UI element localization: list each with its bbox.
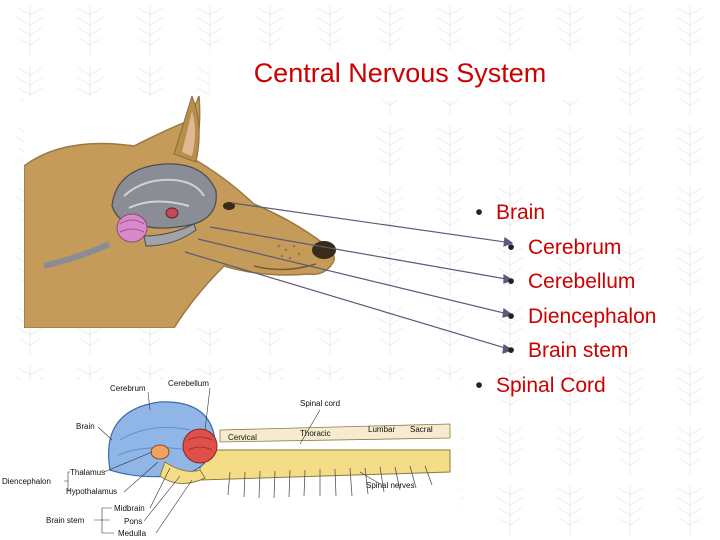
bullet-label: Cerebellum — [528, 270, 636, 293]
bullet-label: Brain — [496, 201, 546, 224]
label-cerebrum: Cerebrum — [110, 384, 146, 393]
label-cerebellum: Cerebellum — [168, 380, 209, 388]
dog-head-brain-illustration — [24, 96, 344, 328]
bullet-list: • Brain • Cerebrum • Cerebellum • Diencephal… — [462, 196, 656, 403]
bullet-label: Brain stem — [528, 339, 629, 362]
label-pons: Pons — [124, 517, 142, 526]
label-thalamus: Thalamus — [70, 468, 105, 477]
label-brain-stem: Brain stem — [46, 516, 85, 525]
bullet-item-brain-stem: • Brain stem — [462, 334, 656, 369]
label-spinal-cord: Spinal cord — [300, 399, 340, 408]
label-spinal-nerves: Spinal nerves — [366, 481, 414, 490]
bullet-item-diencephalon: • Diencephalon — [462, 300, 656, 335]
label-thoracic: Thoracic — [300, 429, 331, 438]
label-cervical: Cervical — [228, 433, 257, 442]
bullet-dot: • — [507, 339, 515, 362]
bullet-dot: • — [475, 373, 483, 397]
label-sacral: Sacral — [410, 425, 433, 434]
bullet-item-cerebrum: • Cerebrum — [462, 231, 656, 266]
bullet-item-spinal-cord: • Spinal Cord — [462, 369, 656, 404]
label-brain: Brain — [76, 422, 95, 431]
bullet-label: Diencephalon — [528, 304, 657, 328]
label-hypothalamus: Hypothalamus — [66, 487, 117, 496]
cns-anatomy-diagram: Cerebrum Cerebellum Spinal cord Brain Ce… — [0, 380, 460, 540]
label-midbrain: Midbrain — [114, 504, 145, 513]
slide-title: Central Nervous System — [253, 58, 547, 88]
bullet-dot: • — [475, 201, 483, 224]
bullet-dot: • — [507, 270, 515, 293]
bullet-dot: • — [507, 304, 515, 328]
bullet-item-cerebellum: • Cerebellum — [462, 265, 656, 300]
bullet-label: Cerebrum — [528, 235, 622, 259]
label-medulla: Medulla — [118, 529, 147, 538]
label-diencephalon: Diencephalon — [2, 477, 51, 486]
spinal-nerves-illustration — [199, 423, 451, 499]
bullet-dot: • — [507, 235, 515, 259]
bullet-item-brain: • Brain — [462, 196, 656, 231]
bullet-label: Spinal Cord — [496, 373, 606, 397]
label-lumbar: Lumbar — [368, 425, 395, 434]
